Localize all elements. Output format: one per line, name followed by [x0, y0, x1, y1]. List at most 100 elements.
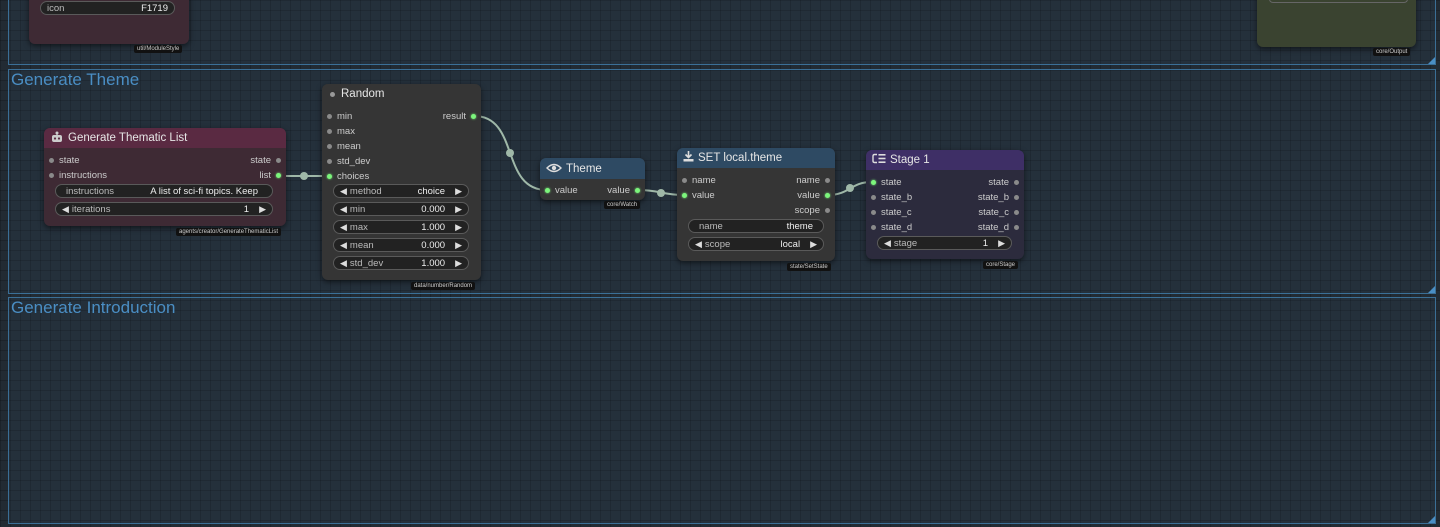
- link-midpoint: [657, 189, 665, 197]
- group-resize-handle[interactable]: [1428, 57, 1435, 64]
- slot-dot[interactable]: [825, 208, 830, 213]
- input-slot-state-b[interactable]: state_b: [871, 192, 912, 203]
- input-slot-min[interactable]: min: [327, 111, 352, 122]
- slot-dot[interactable]: [871, 225, 876, 230]
- increment-arrow-icon[interactable]: ▶: [455, 239, 462, 250]
- instructions-widget[interactable]: instructions A list of sci-fi topics. Ke…: [55, 184, 273, 198]
- output-node[interactable]: [1257, 0, 1416, 47]
- output-slot-name[interactable]: name: [796, 175, 830, 186]
- set-state-node[interactable]: SET local.theme name value name value sc…: [677, 148, 835, 261]
- node-title-bar[interactable]: Random: [322, 84, 481, 104]
- output-slot-scope[interactable]: scope: [795, 205, 830, 216]
- slot-dot[interactable]: [871, 210, 876, 215]
- slot-dot[interactable]: [276, 173, 281, 178]
- node-title-bar[interactable]: SET local.theme: [677, 148, 835, 168]
- mean-widget[interactable]: ◀ mean 0.000 ▶: [333, 238, 469, 252]
- node-title-bar[interactable]: Stage 1: [866, 150, 1024, 170]
- output-slot-list[interactable]: list: [259, 170, 281, 181]
- generate-thematic-list-node[interactable]: Generate Thematic List state instruction…: [44, 128, 286, 226]
- output-widget[interactable]: [1269, 0, 1408, 3]
- iterations-widget[interactable]: ◀ iterations 1 ▶: [55, 202, 273, 216]
- increment-arrow-icon[interactable]: ▶: [455, 185, 462, 196]
- slot-dot[interactable]: [327, 159, 332, 164]
- group-title: Generate Theme: [11, 70, 140, 89]
- input-slot-state-c[interactable]: state_c: [871, 207, 912, 218]
- increment-arrow-icon[interactable]: ▶: [810, 238, 817, 249]
- module-style-node[interactable]: icon F1719: [29, 0, 189, 44]
- node-title-bar[interactable]: Theme: [540, 158, 645, 179]
- input-slot-std-dev[interactable]: std_dev: [327, 156, 370, 167]
- slot-dot[interactable]: [471, 114, 476, 119]
- increment-arrow-icon[interactable]: ▶: [455, 203, 462, 214]
- decrement-arrow-icon[interactable]: ◀: [340, 239, 347, 250]
- input-slot-max[interactable]: max: [327, 126, 355, 137]
- decrement-arrow-icon[interactable]: ◀: [62, 203, 69, 214]
- output-slot-result[interactable]: result: [443, 111, 476, 122]
- name-widget[interactable]: name theme: [688, 219, 824, 233]
- slot-dot[interactable]: [1014, 225, 1019, 230]
- max-widget[interactable]: ◀ max 1.000 ▶: [333, 220, 469, 234]
- decrement-arrow-icon[interactable]: ◀: [340, 185, 347, 196]
- group-top[interactable]: [8, 0, 1436, 65]
- slot-dot[interactable]: [825, 178, 830, 183]
- output-slot-value[interactable]: value: [607, 185, 640, 196]
- node-title-bar[interactable]: Generate Thematic List: [44, 128, 286, 148]
- output-slot-state-b[interactable]: state_b: [978, 192, 1019, 203]
- slot-dot[interactable]: [49, 158, 54, 163]
- decrement-arrow-icon[interactable]: ◀: [340, 221, 347, 232]
- input-slot-instructions[interactable]: instructions: [49, 170, 107, 181]
- input-slot-state[interactable]: state: [871, 177, 902, 188]
- input-slot-choices[interactable]: choices: [327, 171, 369, 182]
- slot-dot[interactable]: [327, 144, 332, 149]
- input-slot-name[interactable]: name: [682, 175, 716, 186]
- slot-dot[interactable]: [871, 195, 876, 200]
- input-slot-state-d[interactable]: state_d: [871, 222, 912, 233]
- decrement-arrow-icon[interactable]: ◀: [340, 203, 347, 214]
- slot-dot[interactable]: [49, 173, 54, 178]
- increment-arrow-icon[interactable]: ▶: [455, 221, 462, 232]
- collapse-dot-icon[interactable]: [330, 91, 335, 97]
- random-node[interactable]: Random min max mean std_dev choices resu…: [322, 84, 481, 280]
- slot-dot[interactable]: [327, 129, 332, 134]
- method-widget[interactable]: ◀ method choice ▶: [333, 184, 469, 198]
- slot-dot[interactable]: [327, 174, 332, 179]
- increment-arrow-icon[interactable]: ▶: [259, 203, 266, 214]
- slot-dot[interactable]: [682, 193, 687, 198]
- output-slot-value[interactable]: value: [797, 190, 830, 201]
- scope-widget[interactable]: ◀ scope local ▶: [688, 237, 824, 251]
- output-slot-state-d[interactable]: state_d: [978, 222, 1019, 233]
- group-resize-handle[interactable]: [1428, 286, 1435, 293]
- slot-dot[interactable]: [871, 180, 876, 185]
- watch-node[interactable]: Theme value value: [540, 158, 645, 200]
- group-resize-handle[interactable]: [1428, 516, 1435, 523]
- slot-dot[interactable]: [825, 193, 830, 198]
- slot-dot[interactable]: [545, 188, 550, 193]
- input-slot-value[interactable]: value: [682, 190, 715, 201]
- slot-dot[interactable]: [276, 158, 281, 163]
- slot-dot[interactable]: [327, 114, 332, 119]
- output-slot-state[interactable]: state: [250, 155, 281, 166]
- slot-dot[interactable]: [1014, 180, 1019, 185]
- slot-dot[interactable]: [635, 188, 640, 193]
- input-slot-mean[interactable]: mean: [327, 141, 361, 152]
- link-midpoint: [300, 172, 308, 180]
- output-slot-state-c[interactable]: state_c: [978, 207, 1019, 218]
- decrement-arrow-icon[interactable]: ◀: [340, 257, 347, 268]
- slot-dot[interactable]: [1014, 210, 1019, 215]
- increment-arrow-icon[interactable]: ▶: [998, 237, 1005, 248]
- decrement-arrow-icon[interactable]: ◀: [884, 237, 891, 248]
- min-widget[interactable]: ◀ min 0.000 ▶: [333, 202, 469, 216]
- output-slot-state[interactable]: state: [988, 177, 1019, 188]
- input-slot-value[interactable]: value: [545, 185, 578, 196]
- icon-widget[interactable]: icon F1719: [40, 1, 175, 15]
- input-slot-state[interactable]: state: [49, 155, 80, 166]
- decrement-arrow-icon[interactable]: ◀: [695, 238, 702, 249]
- std-dev-widget[interactable]: ◀ std_dev 1.000 ▶: [333, 256, 469, 270]
- stage-node[interactable]: Stage 1 state state_b state_c state_d st…: [866, 150, 1024, 259]
- group-generate-introduction[interactable]: Generate Introduction: [8, 297, 1436, 524]
- increment-arrow-icon[interactable]: ▶: [455, 257, 462, 268]
- slot-dot[interactable]: [682, 178, 687, 183]
- stage-widget[interactable]: ◀ stage 1 ▶: [877, 236, 1012, 250]
- slot-dot[interactable]: [1014, 195, 1019, 200]
